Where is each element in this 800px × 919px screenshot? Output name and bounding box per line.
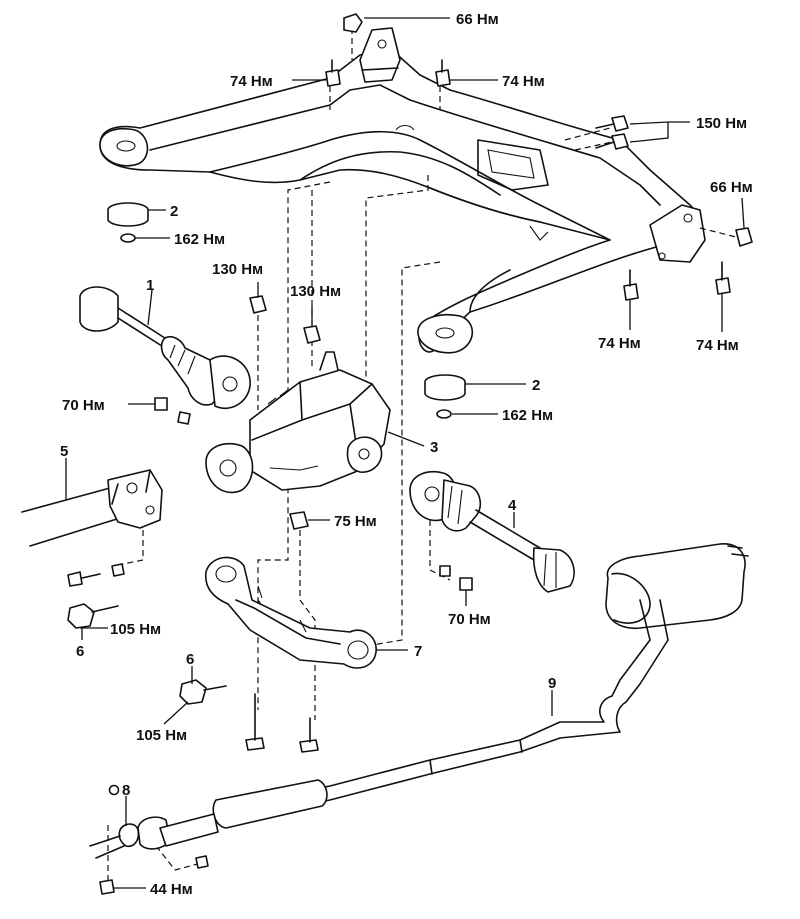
torque-label-66-top: 66 Нм — [456, 11, 499, 28]
fasteners — [67, 13, 753, 895]
torque-label-130-left: 130 Нм — [212, 261, 263, 278]
torque-label-130-center: 130 Нм — [290, 283, 341, 300]
exhaust-system — [89, 543, 749, 859]
differential — [205, 351, 391, 494]
torque-label-70-right: 70 Нм — [448, 611, 491, 628]
torque-label-150: 150 Нм — [696, 115, 747, 132]
part-numbers: 2 1 2 3 5 4 6 7 6 9 8 — [60, 203, 556, 799]
part-number-9: 9 — [548, 675, 556, 692]
rear-subframe — [99, 27, 706, 354]
torque-label-74-lower-left: 74 Нм — [598, 335, 641, 352]
part-number-3: 3 — [430, 439, 438, 456]
torque-callouts: 66 Нм 74 Нм 74 Нм 150 Нм 66 Нм 162 Нм 13… — [62, 11, 753, 898]
torque-label-66-right: 66 Нм — [710, 179, 753, 196]
part-number-5: 5 — [60, 443, 68, 460]
leader-lines — [65, 17, 745, 889]
propeller-shaft — [21, 469, 163, 547]
part-number-8: 8 — [122, 782, 130, 799]
torque-label-75: 75 Нм — [334, 513, 377, 530]
torque-label-105-lower: 105 Нм — [136, 727, 187, 744]
torque-label-162-left: 162 Нм — [174, 231, 225, 248]
torque-label-44: 44 Нм — [150, 881, 193, 898]
torque-label-162-right: 162 Нм — [502, 407, 553, 424]
part-number-1: 1 — [146, 277, 154, 294]
part-number-7: 7 — [414, 643, 422, 660]
part-number-6-upper: 6 — [76, 643, 84, 660]
torque-label-105-upper: 105 Нм — [110, 621, 161, 638]
torque-label-74-left: 74 Нм — [230, 73, 273, 90]
torque-label-70-left: 70 Нм — [62, 397, 105, 414]
part-number-2-left: 2 — [170, 203, 178, 220]
torque-label-74-right: 74 Нм — [502, 73, 545, 90]
torque-label-74-lower-right: 74 Нм — [696, 337, 739, 354]
part-number-4: 4 — [508, 497, 517, 514]
drive-shaft-right — [409, 470, 575, 593]
part-number-2-right: 2 — [532, 377, 540, 394]
part-number-6-lower: 6 — [186, 651, 194, 668]
differential-support-member — [204, 556, 377, 669]
drive-shaft-left — [79, 286, 251, 409]
